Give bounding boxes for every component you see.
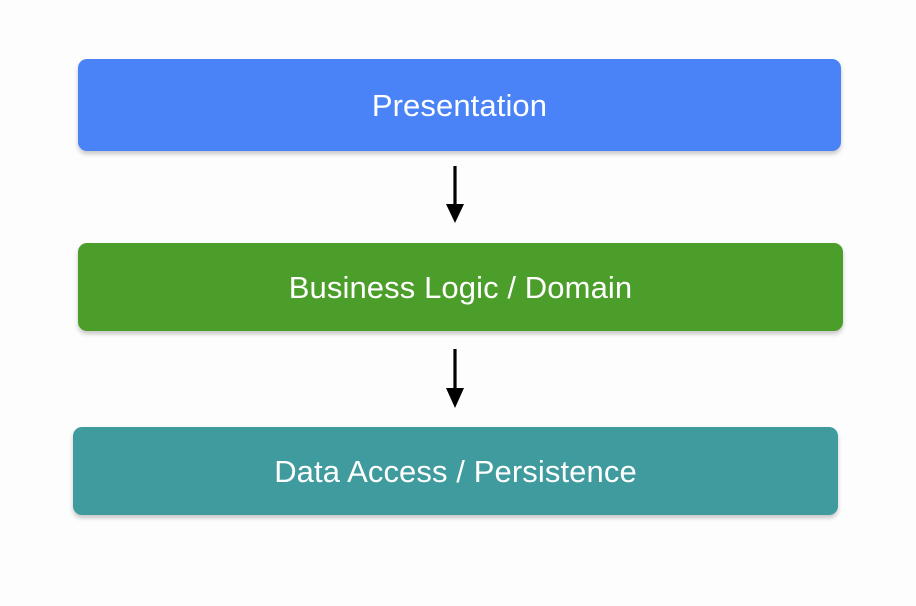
layer-box-presentation[interactable]: Presentation	[78, 59, 841, 151]
layer-label-data-access: Data Access / Persistence	[274, 453, 637, 489]
arrowhead-icon	[446, 388, 464, 408]
layer-box-data-access[interactable]: Data Access / Persistence	[73, 427, 838, 515]
arrow-business-to-data	[446, 349, 464, 408]
arrow-presentation-to-business	[446, 166, 464, 223]
layer-label-presentation: Presentation	[371, 87, 548, 123]
arrowhead-icon	[446, 204, 464, 223]
layer-box-business-logic[interactable]: Business Logic / Domain	[78, 243, 843, 331]
layer-label-business-logic: Business Logic / Domain	[288, 269, 633, 305]
